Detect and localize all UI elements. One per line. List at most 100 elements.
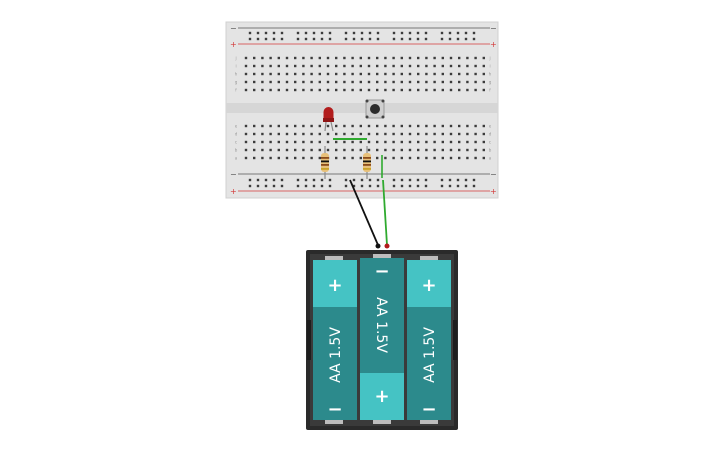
breadboard-hole[interactable] bbox=[277, 72, 280, 76]
breadboard-hole[interactable] bbox=[326, 80, 330, 84]
breadboard-hole[interactable] bbox=[360, 37, 364, 41]
breadboard-hole[interactable] bbox=[261, 140, 264, 144]
breadboard-hole[interactable] bbox=[352, 178, 356, 182]
breadboard-hole[interactable] bbox=[318, 140, 321, 144]
breadboard-hole[interactable] bbox=[417, 72, 420, 76]
breadboard-hole[interactable] bbox=[368, 31, 372, 35]
black-battery-wire[interactable] bbox=[349, 179, 379, 246]
breadboard-hole[interactable] bbox=[326, 88, 330, 92]
breadboard-hole[interactable] bbox=[310, 80, 313, 84]
breadboard-hole[interactable] bbox=[351, 148, 354, 152]
breadboard-hole[interactable] bbox=[448, 37, 452, 41]
breadboard-hole[interactable] bbox=[343, 124, 346, 128]
breadboard-hole[interactable] bbox=[441, 148, 444, 152]
breadboard-hole[interactable] bbox=[326, 72, 330, 76]
breadboard-hole[interactable] bbox=[400, 156, 403, 160]
breadboard-hole[interactable] bbox=[269, 148, 272, 152]
breadboard-hole[interactable] bbox=[269, 132, 272, 136]
breadboard-hole[interactable] bbox=[400, 80, 403, 84]
breadboard-hole[interactable] bbox=[261, 124, 264, 128]
breadboard-hole[interactable] bbox=[433, 132, 436, 136]
breadboard-hole[interactable] bbox=[244, 72, 248, 76]
breadboard-hole[interactable] bbox=[474, 140, 477, 144]
breadboard-hole[interactable] bbox=[285, 72, 289, 76]
breadboard-hole[interactable] bbox=[376, 88, 379, 92]
breadboard-hole[interactable] bbox=[384, 132, 387, 136]
breadboard-hole[interactable] bbox=[400, 124, 403, 128]
breadboard-hole[interactable] bbox=[482, 80, 485, 84]
breadboard-hole[interactable] bbox=[367, 80, 371, 84]
breadboard-hole[interactable] bbox=[376, 80, 379, 84]
breadboard-hole[interactable] bbox=[269, 80, 272, 84]
breadboard-hole[interactable] bbox=[425, 80, 428, 84]
breadboard-hole[interactable] bbox=[335, 156, 338, 160]
breadboard-hole[interactable] bbox=[449, 132, 453, 136]
breadboard-hole[interactable] bbox=[335, 88, 338, 92]
breadboard-hole[interactable] bbox=[466, 124, 469, 128]
breadboard-hole[interactable] bbox=[285, 80, 289, 84]
breadboard-hole[interactable] bbox=[417, 80, 420, 84]
breadboard-hole[interactable] bbox=[335, 80, 338, 84]
breadboard-hole[interactable] bbox=[253, 64, 256, 68]
breadboard-hole[interactable] bbox=[351, 156, 354, 160]
breadboard-hole[interactable] bbox=[400, 184, 404, 188]
breadboard-hole[interactable] bbox=[408, 124, 412, 128]
breadboard-hole[interactable] bbox=[417, 140, 420, 144]
breadboard-hole[interactable] bbox=[392, 72, 395, 76]
breadboard-hole[interactable] bbox=[359, 132, 362, 136]
breadboard-hole[interactable] bbox=[456, 37, 460, 41]
breadboard-hole[interactable] bbox=[408, 132, 412, 136]
breadboard-hole[interactable] bbox=[359, 56, 362, 60]
breadboard-hole[interactable] bbox=[248, 178, 252, 182]
breadboard-hole[interactable] bbox=[253, 88, 256, 92]
breadboard-hole[interactable] bbox=[272, 37, 276, 41]
breadboard-hole[interactable] bbox=[472, 31, 476, 35]
breadboard-hole[interactable] bbox=[384, 64, 387, 68]
breadboard-hole[interactable] bbox=[264, 37, 268, 41]
breadboard-hole[interactable] bbox=[256, 31, 260, 35]
breadboard-hole[interactable] bbox=[277, 124, 280, 128]
breadboard-hole[interactable] bbox=[376, 148, 379, 152]
breadboard-hole[interactable] bbox=[416, 178, 420, 182]
breadboard-hole[interactable] bbox=[368, 37, 372, 41]
breadboard-hole[interactable] bbox=[474, 64, 477, 68]
breadboard-hole[interactable] bbox=[400, 178, 404, 182]
breadboard-hole[interactable] bbox=[448, 178, 452, 182]
breadboard-hole[interactable] bbox=[359, 88, 362, 92]
breadboard-hole[interactable] bbox=[417, 124, 420, 128]
breadboard-hole[interactable] bbox=[244, 132, 248, 136]
breadboard-hole[interactable] bbox=[408, 72, 412, 76]
breadboard-hole[interactable] bbox=[408, 31, 412, 35]
breadboard-hole[interactable] bbox=[472, 178, 476, 182]
breadboard-hole[interactable] bbox=[458, 56, 461, 60]
breadboard-hole[interactable] bbox=[392, 156, 395, 160]
breadboard-hole[interactable] bbox=[425, 156, 428, 160]
breadboard-hole[interactable] bbox=[376, 124, 379, 128]
breadboard-hole[interactable] bbox=[296, 178, 300, 182]
breadboard-hole[interactable] bbox=[449, 156, 453, 160]
breadboard-hole[interactable] bbox=[392, 31, 396, 35]
breadboard-hole[interactable] bbox=[351, 124, 354, 128]
breadboard-hole[interactable] bbox=[253, 148, 256, 152]
breadboard-hole[interactable] bbox=[384, 72, 387, 76]
breadboard-hole[interactable] bbox=[285, 140, 289, 144]
breadboard-hole[interactable] bbox=[449, 56, 453, 60]
breadboard-hole[interactable] bbox=[318, 124, 321, 128]
breadboard-hole[interactable] bbox=[392, 132, 395, 136]
breadboard-hole[interactable] bbox=[392, 37, 396, 41]
breadboard-hole[interactable] bbox=[464, 178, 468, 182]
breadboard-hole[interactable] bbox=[343, 64, 346, 68]
breadboard-hole[interactable] bbox=[482, 124, 485, 128]
breadboard-hole[interactable] bbox=[335, 64, 338, 68]
breadboard-hole[interactable] bbox=[408, 37, 412, 41]
breadboard-hole[interactable] bbox=[400, 37, 404, 41]
breadboard-hole[interactable] bbox=[392, 184, 396, 188]
breadboard-hole[interactable] bbox=[449, 64, 453, 68]
breadboard-hole[interactable] bbox=[392, 124, 395, 128]
breadboard-hole[interactable] bbox=[244, 140, 248, 144]
breadboard-hole[interactable] bbox=[367, 56, 371, 60]
breadboard-hole[interactable] bbox=[310, 132, 313, 136]
breadboard-hole[interactable] bbox=[285, 148, 289, 152]
breadboard-hole[interactable] bbox=[343, 80, 346, 84]
breadboard-hole[interactable] bbox=[376, 37, 380, 41]
